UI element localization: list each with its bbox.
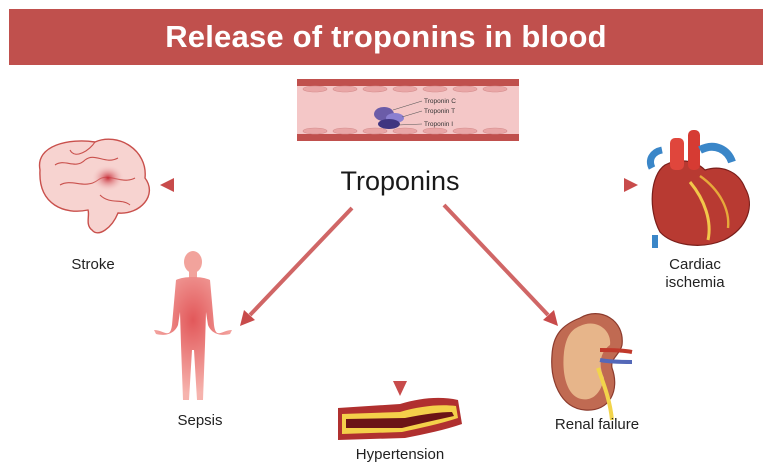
hypertension-label: Hypertension <box>355 446 445 463</box>
troponin-i-label: Troponin I <box>424 121 453 128</box>
blood-vessel-illustration: Troponin C Troponin T Troponin I <box>297 79 519 141</box>
cardiac-ischemia-label: Cardiac ischemia <box>665 256 725 291</box>
arrowhead-sepsis <box>240 310 255 326</box>
arrows <box>160 178 638 396</box>
sepsis-label: Sepsis <box>177 412 223 429</box>
stroke-label: Stroke <box>71 256 115 273</box>
arrowhead-stroke <box>160 178 174 192</box>
arrowhead-hypertension <box>393 381 407 396</box>
human-body-icon <box>154 251 232 400</box>
troponins-label: Troponins <box>340 166 460 196</box>
arrow-to-sepsis <box>248 206 354 317</box>
brain-icon <box>38 138 151 234</box>
heart-icon <box>646 130 750 248</box>
narrowed-artery-icon <box>338 397 462 440</box>
renal-failure-label: Renal failure <box>554 416 640 433</box>
title: Release of troponins in blood <box>165 19 607 54</box>
arrowhead-cardiac <box>624 178 638 192</box>
arrowhead-renal <box>543 310 558 326</box>
troponin-c-label: Troponin C <box>424 98 456 105</box>
arrow-to-renal <box>442 203 550 317</box>
kidney-icon <box>551 313 633 421</box>
troponin-t-label: Troponin T <box>424 108 455 115</box>
title-banner: Release of troponins in blood <box>9 9 763 65</box>
